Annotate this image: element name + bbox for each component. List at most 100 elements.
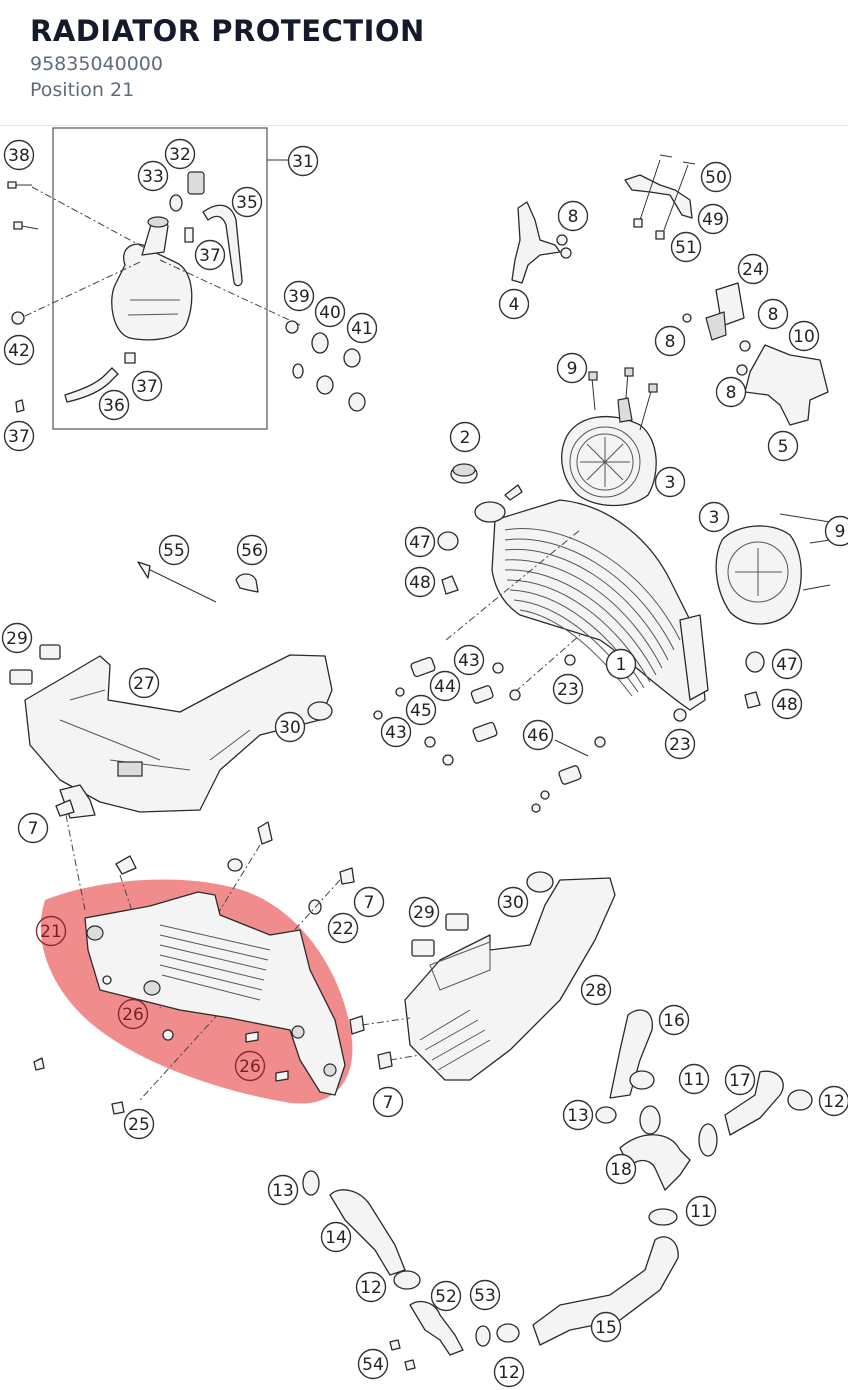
callout-c2[interactable]: 2: [449, 421, 481, 453]
callout-label: 7: [28, 819, 39, 839]
callout-c43a[interactable]: 43: [453, 644, 485, 676]
callout-c12b[interactable]: 12: [355, 1271, 387, 1303]
callout-c23b[interactable]: 23: [664, 728, 696, 760]
callout-label: 12: [498, 1363, 520, 1383]
callout-c41[interactable]: 41: [346, 312, 378, 344]
callout-c8c[interactable]: 8: [654, 325, 686, 357]
callout-circle: [123, 1108, 155, 1140]
callout-c53[interactable]: 53: [469, 1279, 501, 1311]
callout-c52[interactable]: 52: [430, 1280, 462, 1312]
callout-c37b[interactable]: 37: [131, 370, 163, 402]
callout-c9b[interactable]: 9: [824, 515, 848, 547]
callout-circle: [314, 296, 346, 328]
callout-label: 12: [823, 1092, 845, 1112]
callout-c36[interactable]: 36: [98, 389, 130, 421]
callout-c37c[interactable]: 37: [3, 420, 35, 452]
radiator-guard-21: [84, 891, 346, 1096]
callout-circle: [449, 421, 481, 453]
callout-c12a[interactable]: 12: [818, 1085, 848, 1117]
callout-c13b[interactable]: 13: [267, 1174, 299, 1206]
callout-c38[interactable]: 38: [3, 139, 35, 171]
callout-circle: [562, 1099, 594, 1131]
callout-c21[interactable]: 21: [35, 915, 67, 947]
callout-c28[interactable]: 28: [580, 974, 612, 1006]
callout-c29b[interactable]: 29: [408, 896, 440, 928]
callout-c26a[interactable]: 26: [117, 998, 149, 1030]
callout-c11b[interactable]: 11: [685, 1195, 717, 1227]
callout-c27[interactable]: 27: [128, 667, 160, 699]
callout-c4[interactable]: 4: [498, 288, 530, 320]
callout-circle: [678, 1063, 710, 1095]
callout-c40[interactable]: 40: [314, 296, 346, 328]
callout-c1[interactable]: 1: [605, 648, 637, 680]
callout-c37a[interactable]: 37: [194, 239, 226, 271]
callout-c16[interactable]: 16: [658, 1004, 690, 1036]
callout-c8b[interactable]: 8: [757, 298, 789, 330]
callout-circle: [380, 716, 412, 748]
callout-c7c[interactable]: 7: [372, 1086, 404, 1118]
callout-c13a[interactable]: 13: [562, 1099, 594, 1131]
callout-c14[interactable]: 14: [320, 1221, 352, 1253]
callout-c49[interactable]: 49: [697, 203, 729, 235]
callout-c12c[interactable]: 12: [493, 1356, 525, 1388]
callout-label: 41: [351, 319, 373, 339]
callout-c29a[interactable]: 29: [1, 622, 33, 654]
callout-c23a[interactable]: 23: [552, 673, 584, 705]
callout-circle: [408, 896, 440, 928]
callout-c30b[interactable]: 30: [497, 886, 529, 918]
callout-c55[interactable]: 55: [158, 534, 190, 566]
callout-c35[interactable]: 35: [231, 186, 263, 218]
callout-circle: [267, 1174, 299, 1206]
callout-c5[interactable]: 5: [767, 430, 799, 462]
callout-c10[interactable]: 10: [788, 320, 820, 352]
callout-c54[interactable]: 54: [357, 1348, 389, 1380]
callout-label: 30: [502, 893, 524, 913]
callout-circle: [405, 694, 437, 726]
callout-circle: [1, 622, 33, 654]
hose-36: [64, 367, 119, 403]
callout-c22[interactable]: 22: [327, 912, 359, 944]
callout-c50[interactable]: 50: [700, 161, 732, 193]
callout-c47b[interactable]: 47: [771, 648, 803, 680]
callout-c11a[interactable]: 11: [678, 1063, 710, 1095]
callout-c48a[interactable]: 48: [404, 566, 436, 598]
callout-c24[interactable]: 24: [737, 253, 769, 285]
callout-label: 48: [776, 695, 798, 715]
callout-c8d[interactable]: 8: [715, 376, 747, 408]
fan-3-upper: [561, 397, 657, 507]
callout-label: 16: [663, 1011, 685, 1031]
callout-c45[interactable]: 45: [405, 694, 437, 726]
callout-c46[interactable]: 46: [522, 719, 554, 751]
callout-c7b[interactable]: 7: [353, 886, 385, 918]
callout-c15[interactable]: 15: [590, 1311, 622, 1343]
callout-circle: [557, 200, 589, 232]
callout-c31[interactable]: 31: [287, 145, 319, 177]
callout-c32[interactable]: 32: [164, 138, 196, 170]
callout-c39[interactable]: 39: [283, 280, 315, 312]
callout-c3a[interactable]: 3: [654, 466, 686, 498]
callout-c33[interactable]: 33: [137, 160, 169, 192]
callout-c47a[interactable]: 47: [404, 526, 436, 558]
callout-circle: [664, 728, 696, 760]
bracket-4: [511, 201, 561, 284]
callout-c51[interactable]: 51: [670, 231, 702, 263]
callout-c25[interactable]: 25: [123, 1108, 155, 1140]
callout-circle: [522, 719, 554, 751]
callout-c17[interactable]: 17: [724, 1064, 756, 1096]
callout-c30a[interactable]: 30: [274, 711, 306, 743]
callout-c56[interactable]: 56: [236, 534, 268, 566]
callout-c8a[interactable]: 8: [557, 200, 589, 232]
callout-c44[interactable]: 44: [429, 670, 461, 702]
callout-circle: [35, 915, 67, 947]
callout-c9a[interactable]: 9: [556, 352, 588, 384]
callout-label: 23: [557, 680, 579, 700]
callout-c3b[interactable]: 3: [698, 501, 730, 533]
callout-c48b[interactable]: 48: [771, 688, 803, 720]
callout-c42[interactable]: 42: [3, 334, 35, 366]
callout-c26b[interactable]: 26: [234, 1050, 266, 1082]
callout-c18[interactable]: 18: [605, 1153, 637, 1185]
callout-c43b[interactable]: 43: [380, 716, 412, 748]
callout-circle: [605, 1153, 637, 1185]
callout-c7a[interactable]: 7: [17, 812, 49, 844]
